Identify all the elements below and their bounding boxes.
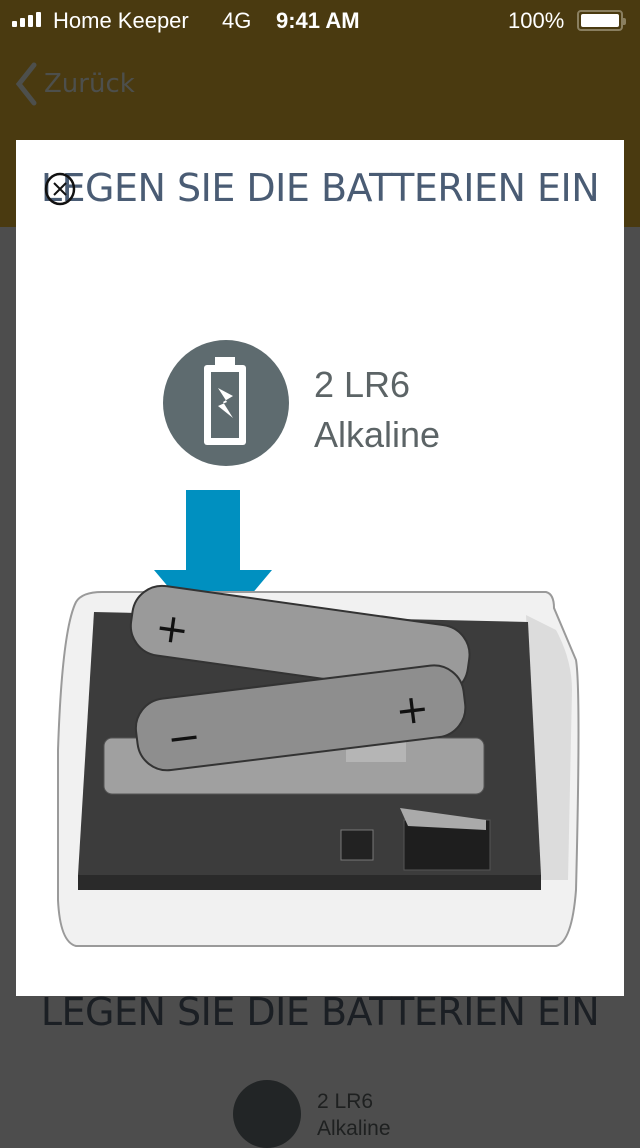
close-icon[interactable]: [44, 172, 76, 206]
battery-kind: Alkaline: [314, 414, 441, 455]
signal-icon: [12, 12, 41, 27]
battery-percent: 100%: [508, 8, 565, 33]
battery-kind: Alkaline: [317, 1117, 391, 1140]
modal-title: LEGEN SIE DIE BATTERIEN EIN: [40, 166, 600, 210]
battery-icon-background: [233, 1080, 301, 1148]
back-button[interactable]: Zurück: [14, 62, 135, 106]
battery-type: 2 LR6 Alkaline: [314, 360, 440, 460]
battery-compartment-illustration: + + −: [57, 490, 580, 947]
carrier-name: Home Keeper: [53, 8, 189, 33]
back-label: Zurück: [44, 69, 135, 99]
image-modal: LEGEN SIE DIE BATTERIEN EIN 2 LR6 Alkali…: [16, 140, 624, 996]
battery-icon: [577, 10, 626, 31]
background-battery-type: 2 LR6 Alkaline: [317, 1088, 391, 1142]
network-type: 4G: [222, 8, 252, 33]
background-title: LEGEN SIE DIE BATTERIEN EIN: [40, 990, 600, 1034]
battery-count: 2 LR6: [314, 364, 411, 405]
chevron-left-icon: [15, 62, 37, 106]
svg-text:+: +: [393, 685, 432, 735]
status-bar: Home Keeper 4G 9:41 AM 100%: [0, 0, 640, 40]
clock: 9:41 AM: [276, 8, 360, 33]
battery-charge-icon: [163, 340, 289, 466]
battery-count: 2 LR6: [317, 1090, 374, 1113]
svg-text:+: +: [152, 604, 192, 654]
svg-text:−: −: [165, 713, 204, 763]
